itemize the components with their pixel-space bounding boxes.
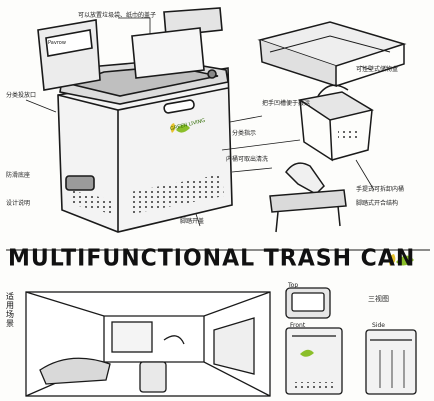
pedal-note: 脚踏开盖 [180, 218, 205, 225]
washable-note: 内桶可取出清洗 [226, 156, 269, 163]
scene-sketch [25, 291, 271, 397]
base-note: 防滑底座 [6, 172, 31, 179]
green-living-logo [170, 123, 190, 133]
scene-label: 适用场景 [6, 292, 14, 328]
title-block: MULTIFUNCTIONAL TRASH CAN [8, 244, 428, 284]
leader-lines [25, 17, 375, 227]
lid-tag: Pavrow [48, 40, 66, 46]
title-logo [388, 254, 414, 266]
drawer-note: 可挂壁式储物盒 [356, 66, 399, 73]
pedal-structure-note: 脚踏式开合结构 [356, 200, 399, 207]
view-front-label: Front [290, 322, 306, 329]
bin-note: 手提式可拆卸内桶 [356, 186, 405, 193]
pedal-detail-sketch [269, 162, 347, 233]
slot-note: 分类投放口 [6, 92, 37, 99]
handle-note: 把手凹槽便于搬运 [262, 100, 311, 107]
views-label: 三视图 [368, 295, 389, 303]
page-title: MULTIFUNCTIONAL TRASH CAN [8, 245, 416, 272]
lid-note: 可以放置垃圾袋、纸巾的盖子 [78, 12, 157, 19]
design-note: 设计说明 [6, 200, 31, 207]
sort-note: 分类指示 [232, 130, 257, 137]
three-view-sketch [285, 287, 417, 395]
main-trash-can [37, 7, 233, 233]
view-top-label: Top [288, 282, 299, 289]
inner-bin-sketch [298, 84, 374, 162]
drawer-sketch [257, 21, 407, 88]
view-side-label: Side [372, 322, 385, 329]
